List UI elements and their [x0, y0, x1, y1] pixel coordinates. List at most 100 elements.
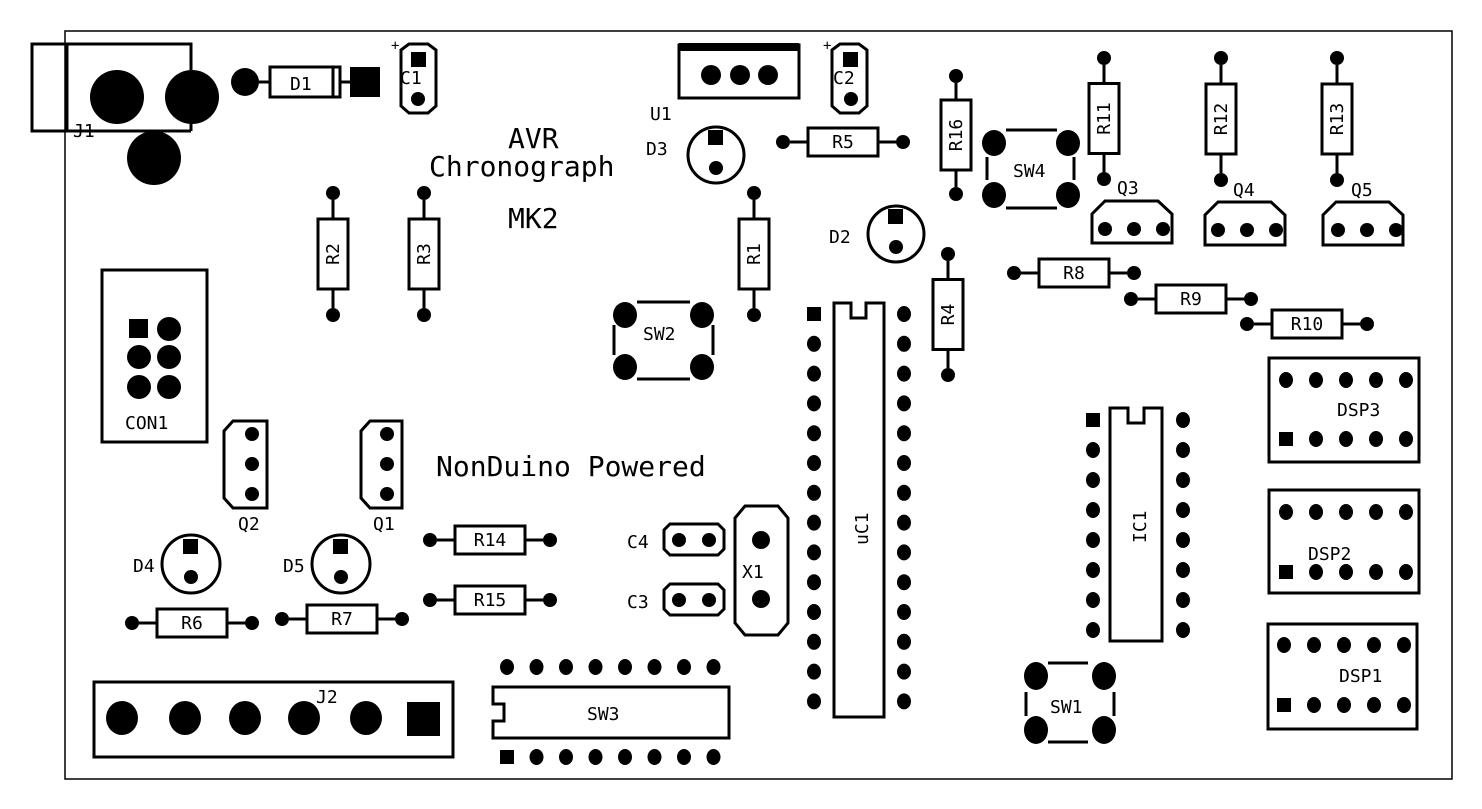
pin-pad [807, 633, 821, 650]
q1-transistor[interactable]: Q1 [359, 419, 404, 535]
pad [326, 186, 340, 200]
subtitle: NonDuino Powered [436, 450, 706, 483]
c2-capacitor[interactable]: C2 + [823, 38, 869, 115]
resistor-r10[interactable]: R10 [1240, 308, 1374, 340]
c1-capacitor[interactable]: C1 + [391, 38, 438, 115]
uc1-label: uC1 [852, 512, 873, 545]
resistor-r15[interactable]: R15 [423, 584, 557, 616]
c1-polarity-marker: + [391, 38, 399, 54]
pin-pad [647, 659, 662, 675]
pin-pad [1307, 697, 1321, 713]
pin-pad [1339, 564, 1353, 580]
pin-1-pad [1277, 698, 1291, 712]
resistor-r3[interactable]: R3 [407, 186, 441, 322]
resistor-label: R2 [323, 243, 344, 265]
pin-pad [1309, 504, 1323, 520]
d4-led[interactable]: D4 [133, 533, 222, 595]
resistor-r2[interactable]: R2 [316, 186, 350, 322]
pin-pad [897, 663, 911, 680]
j1-label: J1 [73, 121, 95, 142]
sw2-button[interactable]: SW2 [612, 300, 715, 381]
j1-power-jack[interactable]: J1 [30, 42, 219, 185]
pad [1097, 172, 1111, 186]
sw3-pins-bottom [500, 749, 721, 765]
j2-header[interactable]: J2 [92, 680, 455, 759]
sw1-button[interactable]: SW1 [1024, 661, 1116, 744]
pad [1127, 266, 1141, 280]
pin-pad [1176, 592, 1190, 608]
pad [1097, 51, 1111, 65]
pin-pad [807, 514, 821, 531]
title-line-1: AVR [508, 122, 559, 155]
title-line-3: MK2 [508, 202, 559, 235]
d5-led[interactable]: D5 [283, 533, 372, 595]
u1-regulator[interactable]: U1 [650, 43, 801, 125]
pad [417, 308, 431, 322]
pad [1214, 173, 1228, 187]
dsp2-display[interactable]: DSP2 [1267, 488, 1421, 595]
pin-1-pad [1279, 432, 1293, 446]
x1-label: X1 [742, 562, 764, 583]
sw3-label: SW3 [587, 704, 620, 725]
pin-pad [1176, 532, 1190, 548]
c3-capacitor[interactable]: C3 [627, 582, 726, 617]
q4-transistor[interactable]: Q4 [1203, 180, 1287, 247]
resistor-label: R7 [331, 609, 353, 630]
x1-crystal[interactable]: X1 [733, 504, 790, 637]
pin-pad [897, 306, 911, 322]
pin-pad [807, 693, 821, 710]
resistor-r6[interactable]: R6 [125, 607, 259, 639]
resistor-r9[interactable]: R9 [1124, 283, 1258, 315]
dsp1-display[interactable]: DSP1 [1266, 622, 1419, 731]
resistor-label: R5 [832, 132, 854, 153]
pin-pad [677, 749, 691, 765]
uc1-microcontroller[interactable]: uC1 [807, 301, 911, 719]
resistor-r7[interactable]: R7 [275, 603, 409, 635]
pin-pad [807, 604, 821, 620]
pin-pad [1339, 431, 1353, 447]
q2-transistor[interactable]: Q2 [222, 419, 269, 535]
resistor-label: R1 [744, 243, 765, 265]
q5-transistor[interactable]: Q5 [1321, 180, 1405, 247]
pin-pad [618, 659, 632, 675]
d2-led[interactable]: D2 [829, 204, 926, 264]
pin-pad [559, 749, 573, 765]
pad [1007, 266, 1021, 280]
resistor-r16[interactable]: R16 [939, 69, 973, 201]
pad [1244, 292, 1258, 306]
c3-label: C3 [627, 592, 649, 613]
resistor-r5[interactable]: R5 [776, 126, 910, 158]
resistor-r14[interactable]: R14 [423, 524, 557, 556]
pin-pad [897, 604, 911, 620]
pin-pad [706, 659, 721, 675]
dsp3-display[interactable]: DSP3 [1267, 356, 1421, 464]
pin-pad [1367, 697, 1381, 713]
sw3-pins-top [500, 659, 721, 675]
resistor-r1[interactable]: R1 [737, 186, 771, 322]
sw4-button[interactable]: SW4 [982, 128, 1080, 210]
resistor-r12[interactable]: R12 [1204, 51, 1238, 187]
dsp3-label: DSP3 [1337, 400, 1380, 421]
ic1-chip[interactable]: IC1 [1086, 406, 1190, 643]
board-outline [64, 30, 1453, 780]
resistor-r11[interactable]: R11 [1087, 51, 1121, 186]
sw3-dip-switch[interactable]: SW3 [491, 659, 731, 765]
resistor-r8[interactable]: R8 [1007, 257, 1141, 289]
d3-led[interactable]: D3 [646, 125, 746, 185]
d1-diode[interactable]: D1 [231, 65, 380, 99]
resistor-r4[interactable]: R4 [931, 247, 965, 382]
q3-transistor[interactable]: Q3 [1090, 178, 1174, 245]
pin-pad [1086, 532, 1100, 548]
c4-capacitor[interactable]: C4 [627, 522, 726, 557]
pin-pad [1399, 504, 1413, 520]
resistor-label: R13 [1327, 103, 1348, 136]
pin-pad [1337, 697, 1351, 713]
resistor-r13[interactable]: R13 [1320, 51, 1354, 187]
resistor-label: R11 [1094, 102, 1115, 135]
pin-pad [1176, 502, 1190, 518]
pin-pad [1309, 372, 1323, 388]
pin-pad [897, 455, 911, 471]
con1-isp-header[interactable]: CON1 [100, 268, 209, 444]
pad [423, 593, 437, 607]
